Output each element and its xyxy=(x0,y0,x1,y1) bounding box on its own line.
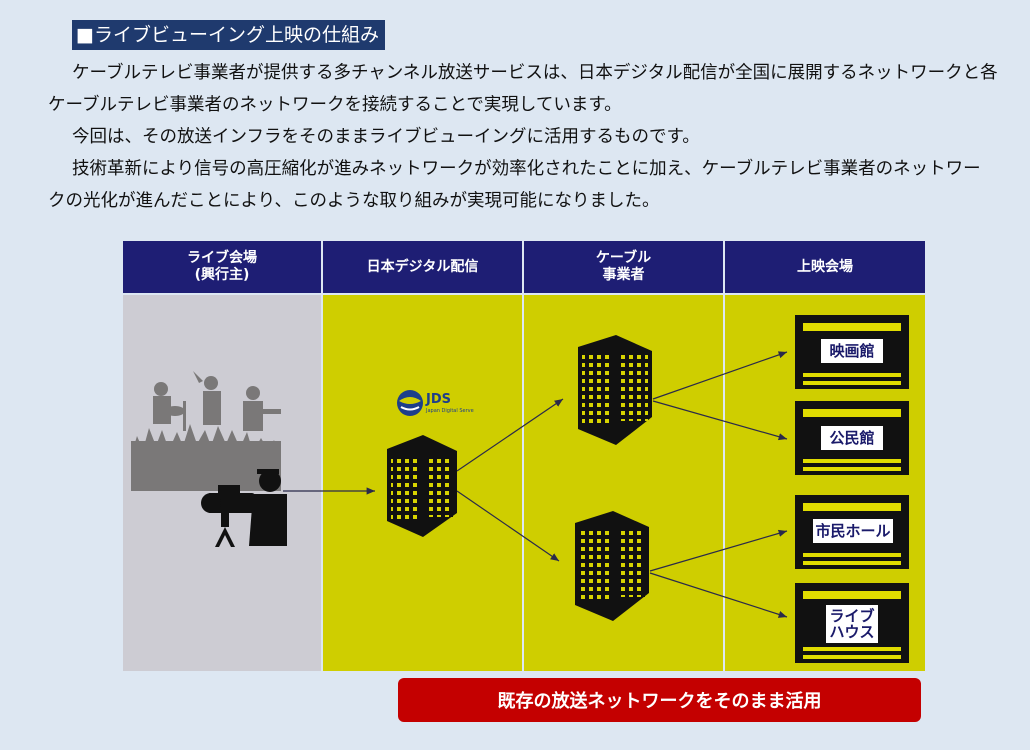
arrow-cable-to-cinema xyxy=(652,351,788,400)
paragraph-2: 今回は、その放送インフラをそのままライブビューイングに活用するものです。 xyxy=(72,127,700,147)
jds-building-icon xyxy=(387,435,457,537)
paragraph-1: ケーブルテレビ事業者が提供する多チャンネル放送サービスは、日本デジタル配信が全国… xyxy=(48,63,998,115)
venue-livehouse: ライブ ハウス xyxy=(826,605,878,643)
arrow-jds-to-cable-bottom xyxy=(456,490,560,562)
live-viewing-diagram: ライブ会場 (興行主) 日本デジタル配信 ケーブル 事業者 上映会場 xyxy=(123,241,925,673)
section-title: ■ライブビューイング上映の仕組み xyxy=(72,20,385,50)
header-screening-venue: 上映会場 xyxy=(725,241,925,293)
banner-existing-network: 既存の放送ネットワークをそのまま活用 xyxy=(398,678,921,722)
cable-building-top-icon xyxy=(578,335,652,445)
jds-logo-subtext: Japan Digital Serve xyxy=(426,408,474,414)
arrow-jds-to-cable-top xyxy=(456,398,564,472)
camera-operator-icon xyxy=(201,469,287,547)
header-cable-operator: ケーブル 事業者 xyxy=(524,241,723,293)
arrow-cable-to-livehouse xyxy=(649,572,788,618)
venue-cinema: 映画館 xyxy=(821,339,883,363)
paragraph-3: 技術革新により信号の高圧縮化が進みネットワークが効率化されたことに加え、ケーブル… xyxy=(48,159,981,211)
concert-crowd-icon xyxy=(131,371,281,491)
header-live-venue: ライブ会場 (興行主) xyxy=(123,241,321,293)
arrow-cable-to-civic-hall xyxy=(649,529,788,572)
cable-building-bottom-icon xyxy=(575,511,649,621)
venue-community-hall: 公民館 xyxy=(821,426,883,450)
venue-civic-hall: 市民ホール xyxy=(813,519,893,543)
jds-logo-icon xyxy=(397,390,423,416)
arrow-cable-to-community-hall xyxy=(652,400,788,441)
jds-logo-text: JDS xyxy=(426,392,451,407)
header-jds: 日本デジタル配信 xyxy=(323,241,522,293)
